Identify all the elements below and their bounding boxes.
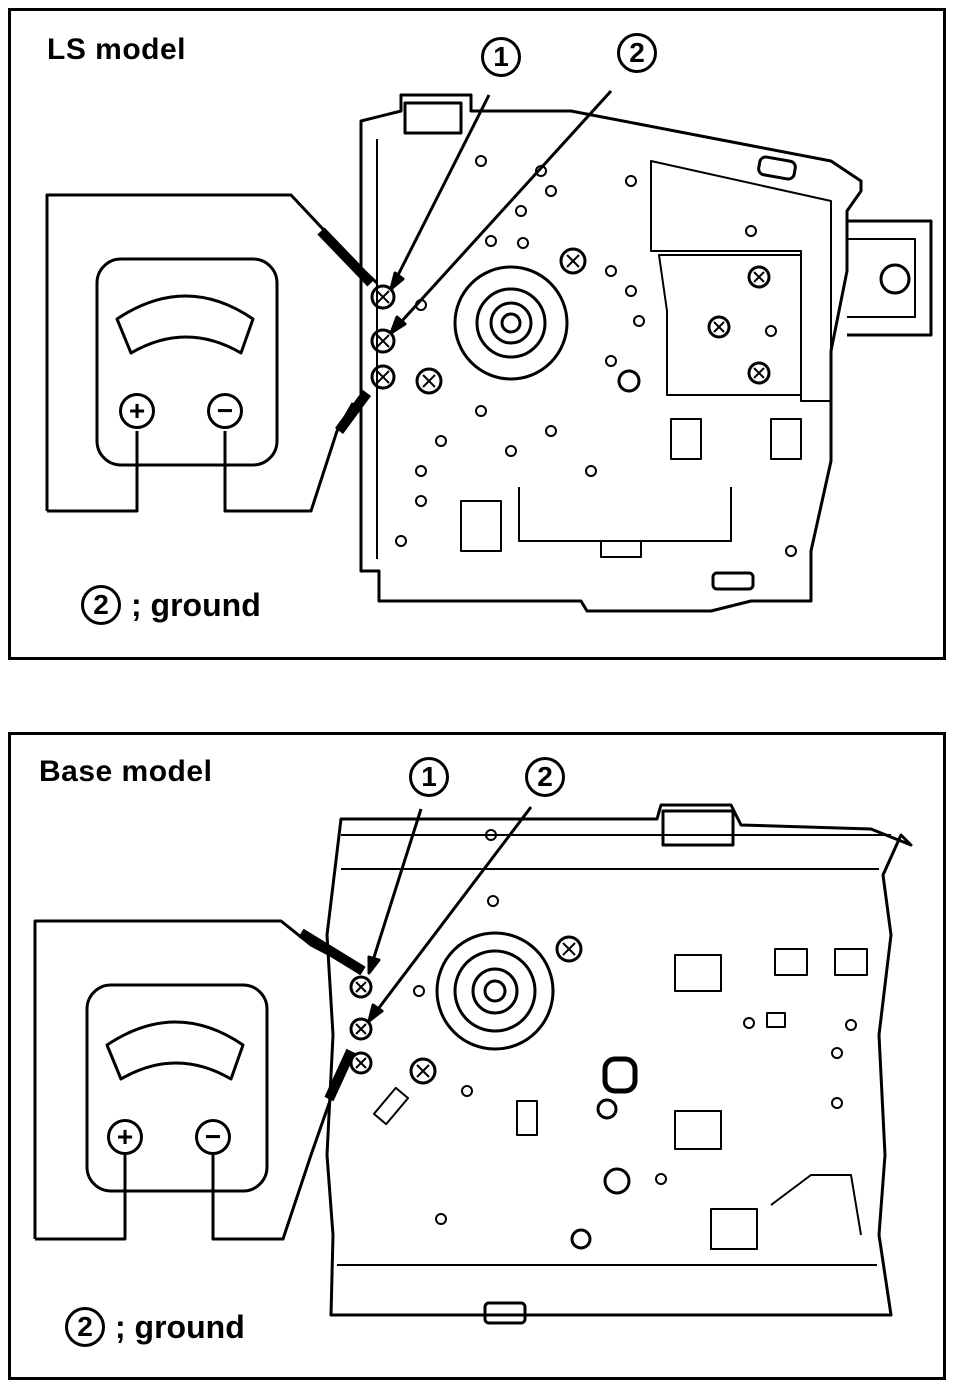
base-legend-number: 2 bbox=[65, 1307, 105, 1347]
ls-bottom-clip bbox=[600, 540, 642, 558]
ls-legend: 2 ; ground bbox=[81, 585, 261, 625]
ls-bottom-latch bbox=[711, 571, 755, 591]
ls-screw-4 bbox=[415, 367, 443, 395]
base-pointer-2 bbox=[367, 806, 533, 1022]
ls-callout-1: 1 bbox=[481, 37, 521, 77]
base-model-title: Base model bbox=[39, 755, 213, 788]
base-small-post-3 bbox=[570, 1228, 592, 1250]
ls-probe-plus bbox=[317, 227, 375, 287]
ls-screw-1 bbox=[370, 284, 396, 310]
ls-lower-channel bbox=[518, 487, 732, 542]
base-square-post bbox=[602, 1056, 638, 1094]
base-screw-2 bbox=[349, 1017, 373, 1041]
base-meter-body bbox=[85, 983, 269, 1193]
ls-reel-hub bbox=[500, 312, 522, 334]
base-small-post-2 bbox=[603, 1167, 631, 1195]
ls-arrowhead-1 bbox=[389, 271, 405, 291]
base-callout-2: 2 bbox=[525, 757, 565, 797]
ls-screw-8 bbox=[747, 361, 771, 385]
ls-screw-5 bbox=[559, 247, 587, 275]
ls-legend-number: 2 bbox=[81, 585, 121, 625]
base-arrowhead-2 bbox=[367, 1003, 384, 1023]
ls-model-panel: LS model 1 2 + − 2 ; ground bbox=[8, 8, 946, 660]
base-meter-plus-terminal: + bbox=[107, 1119, 143, 1155]
ls-reel-inner bbox=[489, 301, 533, 345]
base-lead-minus-wire bbox=[211, 1074, 341, 1241]
ls-lead-plus-drop bbox=[47, 431, 139, 513]
base-callout-1: 1 bbox=[409, 757, 449, 797]
ls-small-holes bbox=[395, 155, 797, 557]
ls-meter-minus-terminal: − bbox=[207, 393, 243, 429]
ls-model-diagram bbox=[45, 89, 933, 613]
ls-screw-2 bbox=[370, 328, 396, 354]
ls-inner-plate bbox=[658, 254, 802, 396]
ls-slot-1 bbox=[670, 418, 702, 460]
ls-slot-3 bbox=[460, 500, 502, 552]
base-arrowhead-1 bbox=[367, 955, 381, 975]
base-legend: 2 ; ground bbox=[65, 1307, 245, 1347]
ls-callout-2: 2 bbox=[617, 33, 657, 73]
base-reel-outer bbox=[435, 931, 555, 1051]
base-reel-hub bbox=[483, 979, 507, 1003]
ls-bracket-hole bbox=[879, 263, 911, 295]
ls-arrowhead-2 bbox=[389, 315, 407, 335]
ls-screw-7 bbox=[707, 315, 731, 339]
base-lower-contour bbox=[770, 1174, 862, 1236]
base-small-holes bbox=[413, 829, 857, 1225]
base-screw-5 bbox=[555, 935, 583, 963]
base-model-panel: Base model 1 2 + − 2 ; ground bbox=[8, 732, 946, 1380]
ls-screw-3 bbox=[370, 364, 396, 390]
ls-meter-body bbox=[95, 257, 279, 467]
ls-reel-outer bbox=[453, 265, 569, 381]
ls-screw-6 bbox=[747, 265, 771, 289]
ls-slot-2 bbox=[770, 418, 802, 460]
ls-legend-text: ; ground bbox=[131, 586, 261, 623]
base-legend-text: ; ground bbox=[115, 1308, 245, 1345]
base-probe-minus bbox=[324, 1048, 356, 1102]
base-reel-inner bbox=[471, 967, 519, 1015]
ls-lead-minus-wire bbox=[223, 402, 355, 513]
base-screw-3 bbox=[349, 1051, 373, 1075]
base-model-diagram bbox=[33, 803, 913, 1325]
ls-meter-plus-terminal: + bbox=[119, 393, 155, 429]
ls-model-title: LS model bbox=[47, 33, 187, 66]
base-screw-4 bbox=[409, 1057, 437, 1085]
base-small-post-1 bbox=[596, 1098, 618, 1120]
ls-reel-mid bbox=[475, 287, 547, 359]
ls-side-latch bbox=[757, 155, 797, 181]
ls-top-plate bbox=[650, 160, 832, 402]
base-screw-1 bbox=[349, 975, 373, 999]
base-lead-plus-drop bbox=[35, 1155, 127, 1241]
ls-pointer-1 bbox=[389, 94, 491, 290]
base-pointer-1 bbox=[367, 808, 423, 974]
base-meter-dial bbox=[105, 1020, 245, 1081]
ls-top-latch bbox=[403, 101, 463, 135]
ls-center-post bbox=[617, 369, 641, 393]
ls-pointer-2 bbox=[389, 89, 613, 335]
base-meter-minus-terminal: − bbox=[195, 1119, 231, 1155]
ls-mechanism-outline bbox=[359, 93, 863, 613]
ls-right-bracket bbox=[847, 219, 933, 337]
base-mechanism-outline bbox=[325, 803, 913, 1317]
base-bottom-latch bbox=[483, 1301, 527, 1325]
ls-right-bracket-inner bbox=[847, 238, 916, 318]
base-slots bbox=[372, 948, 868, 1250]
ls-probe-minus bbox=[334, 390, 372, 434]
base-top-latch bbox=[661, 809, 735, 847]
base-probe-plus bbox=[298, 928, 366, 976]
base-reel-mid bbox=[453, 949, 537, 1033]
ls-meter-dial bbox=[115, 294, 255, 355]
